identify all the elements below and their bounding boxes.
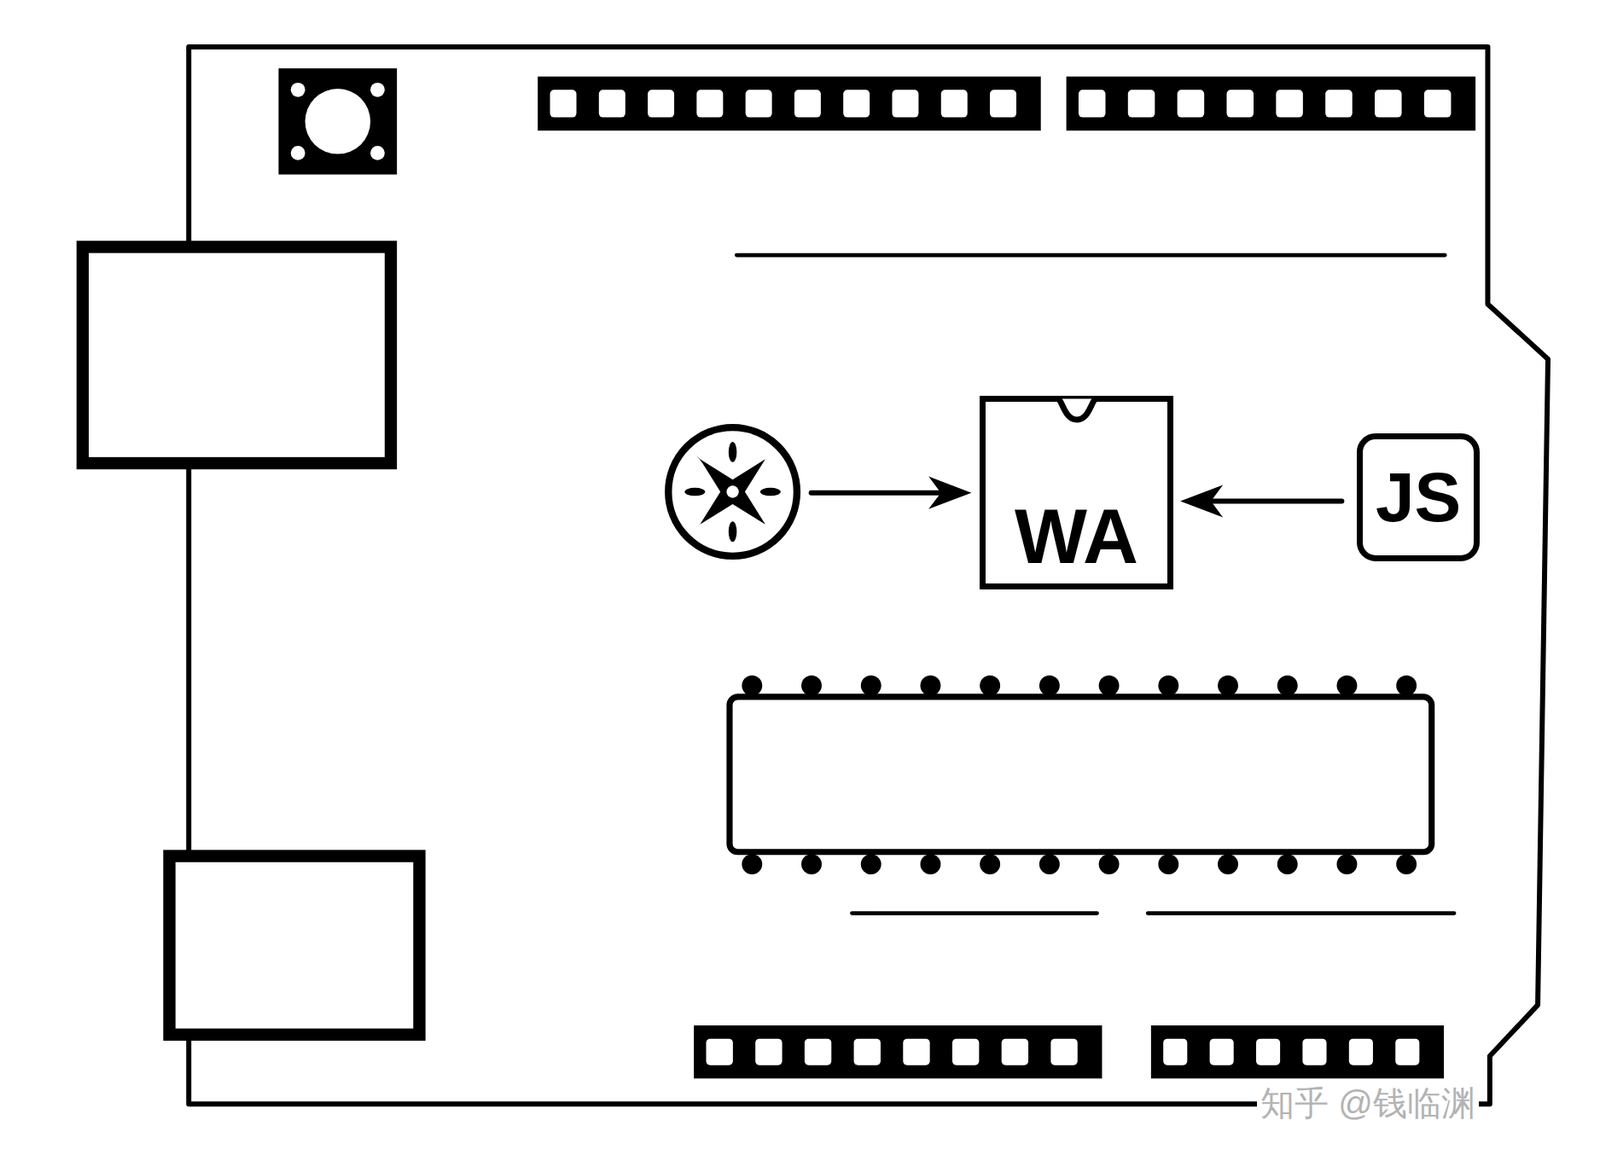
header-pad [989, 89, 1017, 117]
header-pad [1424, 89, 1452, 117]
header-pad [794, 89, 821, 117]
dip-pin [1217, 675, 1239, 697]
usb-port [82, 246, 391, 464]
header-pad [1177, 89, 1205, 117]
silkscreen-line [1147, 911, 1455, 916]
dip-pin [919, 854, 941, 875]
header-pad [1325, 89, 1353, 117]
header-pad [647, 89, 675, 117]
dip-pin [1099, 675, 1120, 697]
header-pad [804, 1039, 832, 1066]
silkscreen-line [736, 253, 1445, 258]
logo-text: WA [1014, 498, 1139, 576]
dip-pin [1157, 675, 1179, 697]
header-pad [1349, 1039, 1374, 1066]
arrow-connector [1180, 485, 1342, 518]
header-pad [854, 1039, 881, 1066]
dip-pin [1277, 854, 1298, 875]
dip-pin [979, 854, 1001, 875]
header-pad [705, 1039, 733, 1066]
header-pad [550, 89, 577, 117]
header-pad [1210, 1039, 1234, 1066]
chip-notch [1047, 395, 1107, 431]
dip-pin [919, 675, 941, 697]
header-pad [891, 89, 919, 117]
header-pad [952, 1039, 979, 1066]
header-strip [1066, 76, 1477, 131]
header-strip [693, 1025, 1102, 1079]
header-pad [745, 89, 773, 117]
dip-pin [1099, 854, 1120, 875]
header-pad [1395, 1039, 1420, 1066]
dip-pin [801, 675, 822, 697]
source-logo [668, 427, 798, 557]
reset-button-notches [290, 82, 385, 161]
dip-pin [1039, 854, 1060, 875]
reset-button [278, 68, 397, 175]
chip-box: WA [979, 395, 1174, 590]
pin-headers [537, 76, 1476, 1080]
header-pad [599, 89, 626, 117]
dip-body [729, 697, 1432, 853]
power-jack [169, 856, 420, 1036]
logo-box: JS [1356, 433, 1479, 561]
header-pad [1256, 1039, 1280, 1066]
dip-pin [1277, 675, 1298, 697]
dip-pin [1396, 675, 1417, 697]
dip-pin [741, 854, 763, 875]
dip-pin [1039, 675, 1060, 697]
dip-pin [861, 854, 882, 875]
header-pad [843, 89, 870, 117]
header-strip [1151, 1025, 1444, 1079]
dip-pin [979, 675, 1001, 697]
header-pad [1226, 89, 1254, 117]
header-pad [941, 89, 968, 117]
header-pad [1001, 1039, 1029, 1066]
dip-pin [741, 675, 763, 697]
dip-pin [1336, 854, 1357, 875]
header-pad [1050, 1039, 1077, 1066]
header-pad [1302, 1039, 1327, 1066]
header-pad [1374, 89, 1403, 117]
dip-pin [1217, 854, 1239, 875]
silkscreen-line [851, 911, 1097, 916]
dip-pin [1157, 854, 1179, 875]
header-pad [696, 89, 723, 117]
header-pad [1128, 89, 1156, 117]
dip-pin [861, 675, 882, 697]
header-pad [1275, 89, 1304, 117]
reset-button-cap [305, 88, 372, 155]
source-arrow [811, 477, 972, 510]
header-strip [537, 76, 1042, 131]
header-pad [1163, 1039, 1187, 1066]
header-pad [755, 1039, 782, 1066]
dip-pin [801, 854, 822, 875]
header-pad [1078, 89, 1106, 117]
dip-pin [1396, 854, 1417, 875]
logo-text: JS [1375, 462, 1461, 533]
watermark: 知乎 @钱临渊 [1256, 1080, 1479, 1128]
header-pad [902, 1039, 930, 1066]
dip-pin [1336, 675, 1357, 697]
dip-chip [729, 675, 1432, 875]
